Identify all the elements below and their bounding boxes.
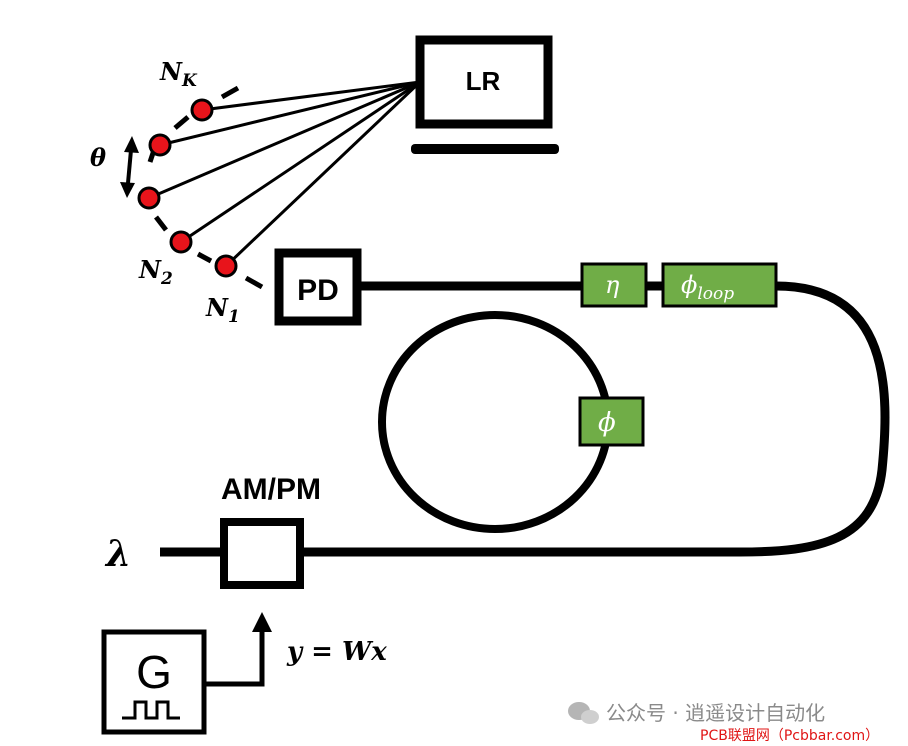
- neuron-4: [137, 186, 161, 210]
- neurons: [137, 98, 238, 278]
- modulator-label: AM/PM: [221, 473, 321, 506]
- generator-label: G: [136, 646, 172, 698]
- up-arrow-icon: [204, 612, 272, 687]
- generator-box: [101, 629, 207, 735]
- ring-resonator: [378, 311, 612, 533]
- lambda-label: λ: [104, 533, 131, 575]
- pd-label: PD: [297, 274, 339, 307]
- n1-label: N1: [205, 293, 240, 327]
- weight-equation: y = Wx: [286, 637, 387, 667]
- phi-block: [578, 396, 645, 447]
- double-arrow-icon: [120, 136, 139, 198]
- theta-label: θ: [90, 143, 106, 172]
- fiber-path: [160, 281, 890, 557]
- monitor-icon: [411, 35, 559, 154]
- modulator-box: [220, 518, 304, 589]
- watermark-source: 公众号 · 逍遥设计自动化: [606, 701, 825, 725]
- phi-loop-label: ϕloop: [681, 271, 734, 304]
- nk-label: NK: [159, 57, 198, 91]
- neuron-n1: [214, 254, 238, 278]
- neuron-arc: [147, 85, 264, 290]
- photodetector-box: [274, 248, 362, 326]
- lr-label: LR: [466, 66, 501, 96]
- neuron-3: [148, 133, 172, 157]
- phi-loop-block: [661, 262, 778, 308]
- phi-label: ϕ: [598, 408, 616, 438]
- eta-label: η: [605, 271, 620, 299]
- watermark-site: PCB联盟网（Pcbbar.com）: [700, 728, 879, 744]
- readout-lines: [148, 80, 422, 268]
- neuron-n2: [169, 230, 193, 254]
- n2-label: N2: [138, 255, 173, 289]
- wechat-icon: [568, 702, 599, 724]
- square-wave-icon: [122, 700, 180, 720]
- eta-block: [580, 262, 648, 308]
- neuron-nk: [190, 98, 214, 122]
